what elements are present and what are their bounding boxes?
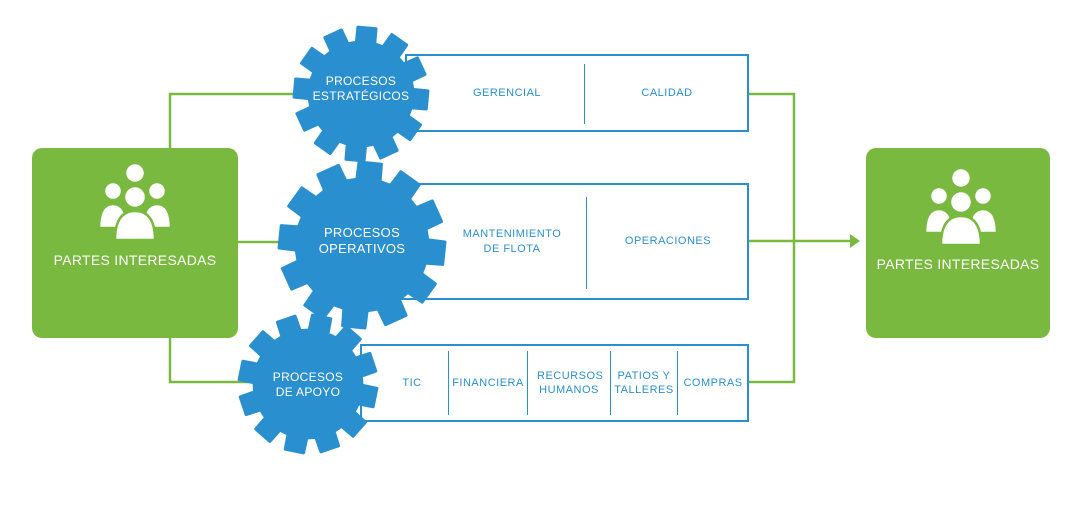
cell-mantenimiento-de-flota: MANTENIMIENTO DE FLOTA — [437, 185, 587, 298]
arrow-head — [850, 234, 860, 248]
gear-shape — [237, 313, 379, 455]
gear-operative-label: PROCESOS OPERATIVOS — [305, 216, 419, 266]
stakeholders-left: PARTES INTERESADAS — [32, 148, 238, 338]
cell-compras: COMPRAS — [683, 376, 743, 389]
divider — [610, 351, 611, 415]
divider — [584, 64, 585, 124]
cell-gerencial: GERENCIAL — [472, 86, 542, 99]
stakeholders-left-label: PARTES INTERESADAS — [53, 252, 217, 268]
gear-operative-icon — [277, 160, 447, 330]
cell-operaciones: OPERACIONES — [624, 235, 712, 248]
gear-operative-label-text: PROCESOS OPERATIVOS — [318, 224, 406, 256]
line-left-to-strategic — [168, 92, 305, 148]
line-strategic-to-right — [748, 92, 796, 240]
people-group-icon — [925, 166, 997, 245]
gear-strategic-icon — [292, 25, 430, 163]
divider — [677, 351, 678, 415]
stakeholders-right: PARTES INTERESADAS — [866, 148, 1050, 338]
cell-patios-y-talleres-text: PATIOS Y TALLERES — [614, 369, 674, 396]
gear-strategic-label: PROCESOS ESTRATÉGICOS — [305, 64, 417, 114]
cell-patios-y-talleres: PATIOS Y TALLERES — [611, 346, 677, 420]
gear-shape — [292, 25, 430, 163]
gear-support-icon — [237, 313, 379, 455]
line-support-to-right — [748, 240, 796, 384]
people-group-icon — [99, 161, 171, 240]
divider — [448, 351, 449, 415]
stakeholders-right-label: PARTES INTERESADAS — [876, 256, 1040, 272]
gear-support-label-text: PROCESOS DE APOYO — [272, 370, 344, 399]
divider — [527, 351, 528, 415]
divider — [586, 197, 587, 289]
line-left-to-support — [168, 338, 250, 384]
strategic-process-box: GERENCIAL CALIDAD — [405, 54, 749, 132]
gear-support-label: PROCESOS DE APOYO — [254, 360, 362, 410]
cell-recursos-humanos: RECURSOS HUMANOS — [528, 346, 610, 420]
cell-tic: TIC — [402, 376, 422, 389]
cell-recursos-humanos-text: RECURSOS HUMANOS — [537, 369, 604, 396]
support-process-box: TIC FINANCIERA RECURSOS HUMANOS PATIOS Y… — [360, 344, 749, 422]
gear-shape — [277, 160, 447, 330]
gear-strategic-label-text: PROCESOS ESTRATÉGICOS — [312, 74, 410, 103]
cell-calidad: CALIDAD — [641, 86, 693, 99]
cell-mantenimiento-de-flota-text: MANTENIMIENTO DE FLOTA — [462, 228, 562, 255]
cell-financiera: FINANCIERA — [452, 376, 524, 389]
operative-process-box: MANTENIMIENTO DE FLOTA OPERACIONES — [395, 183, 749, 300]
